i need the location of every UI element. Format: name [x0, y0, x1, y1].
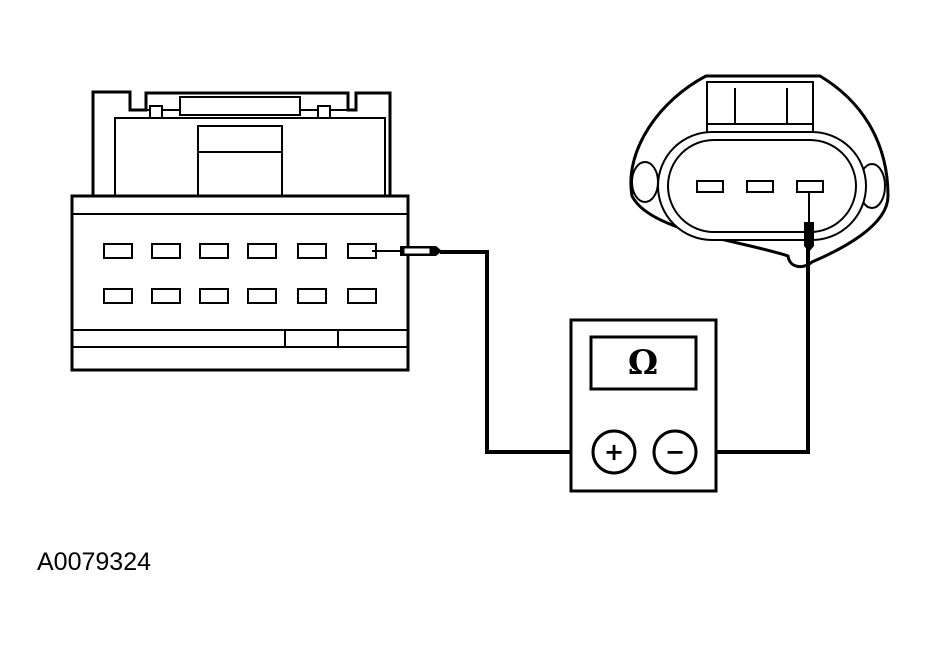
positive-test-lead — [440, 250, 592, 454]
negative-test-lead — [696, 248, 810, 454]
ohmmeter-display — [589, 335, 698, 391]
pin-cavity — [151, 288, 181, 304]
left-connector-pins-top-row — [103, 243, 377, 259]
positive-terminal-label: + — [604, 438, 624, 466]
pin-cavity-tested — [347, 243, 377, 259]
left-connector — [70, 90, 410, 372]
left-connector-latch-inner — [179, 96, 301, 116]
ohm-symbol: Ω — [628, 343, 658, 383]
positive-terminal — [591, 429, 637, 475]
negative-terminal — [652, 429, 698, 475]
left-connector-lock-window — [197, 125, 283, 199]
pin-cavity — [297, 243, 327, 259]
right-connector — [629, 74, 890, 268]
pin-cavity — [151, 243, 181, 259]
pin-cavity — [297, 288, 327, 304]
pin-cavity — [199, 243, 229, 259]
right-connector-top-lock — [706, 81, 814, 135]
figure-id: A0079324 — [37, 548, 152, 576]
right-connector-pins — [696, 180, 824, 193]
pin-cavity — [746, 180, 774, 193]
right-connector-latch-left — [631, 161, 659, 203]
left-probe — [372, 246, 442, 256]
pin-cavity — [103, 243, 133, 259]
left-connector-pins-bottom-row — [103, 288, 377, 304]
right-probe-tip — [804, 222, 814, 252]
pin-cavity — [199, 288, 229, 304]
pin-cavity — [103, 288, 133, 304]
right-probe — [804, 192, 814, 252]
pin-cavity — [247, 243, 277, 259]
pin-cavity-tested — [796, 180, 824, 193]
pin-cavity — [347, 288, 377, 304]
left-connector-body — [70, 194, 410, 372]
negative-terminal-label: − — [665, 438, 685, 466]
test-leads — [440, 248, 810, 454]
ohmmeter: Ω + − — [569, 318, 718, 493]
pin-cavity — [247, 288, 277, 304]
pin-cavity — [696, 180, 724, 193]
